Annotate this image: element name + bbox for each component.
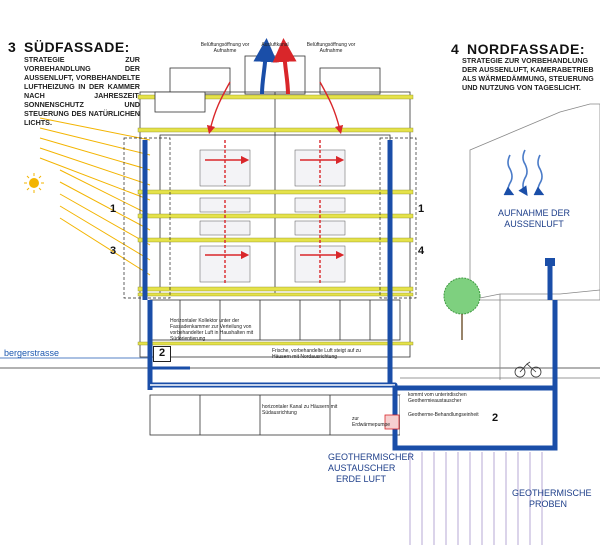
sun-icon — [24, 173, 44, 193]
marker-right-1: 1 — [418, 203, 425, 215]
note-horizontal-channel: horizontaler Kanal zu Häusern mit Südaus… — [262, 404, 338, 416]
bicycle-icon — [514, 361, 542, 378]
marker-box-left: 2 — [153, 346, 171, 362]
note-horizontal-collector: Horizontaler Kollektor unter der Fassade… — [170, 318, 254, 342]
geo-probes-label: GEOTHERMISCHE PROBEN — [512, 488, 592, 509]
street-label: bergerstrasse — [4, 348, 60, 358]
north-title: NORDFASSADE: — [467, 41, 586, 57]
marker-right-4: 4 — [418, 245, 425, 257]
note-underground-exchanger: kommt vom unterirdischen Geothermieausta… — [408, 392, 467, 404]
roof-exhaust-arrows — [253, 38, 297, 95]
marker-box-right: 2 — [492, 412, 499, 424]
note-roof-center: Ausluftkanal — [261, 42, 289, 48]
note-roof-right: Belüftungsöffnung vor Aufnahme — [306, 42, 356, 54]
note-roof-left: Belüftungsöffnung vor Aufnahme — [200, 42, 250, 54]
sun-rays — [39, 117, 151, 276]
north-number: 4 — [451, 41, 460, 57]
south-description: STRATEGIE ZUR VORBEHANDLUNG DER AUßENLUF… — [24, 55, 140, 127]
outside-air-intake-icon — [503, 149, 545, 196]
heat-pump-unit — [384, 414, 400, 430]
south-number: 3 — [8, 39, 17, 55]
marker-left-1: 1 — [110, 203, 117, 215]
warm-air-flows — [205, 81, 345, 284]
south-title: SÜDFASSADE: — [24, 39, 130, 55]
tree-icon — [443, 277, 481, 340]
note-fresh-air-north: Frische, vorbehandelte Luft steigt auf z… — [272, 348, 361, 360]
marker-left-3: 3 — [110, 245, 117, 257]
facade-chambers — [123, 137, 417, 299]
note-heat-pump: zur Erdwärmepumpe — [352, 416, 391, 428]
roof-equipment — [154, 55, 381, 113]
air-intake-label: AUFNAHME DER AUSSENLUFT — [498, 208, 571, 229]
ground-lines — [0, 357, 600, 379]
floor-slabs — [137, 94, 414, 346]
geothermal-probes — [409, 452, 543, 545]
neighbor-building — [469, 103, 600, 380]
intake-down-arrow — [545, 258, 555, 266]
north-description: STRATEGIE ZUR VORBEHANDLUNG DER AUßENLUF… — [462, 56, 594, 92]
note-geo-unit: Geotherme-Behandlungseinheit — [408, 412, 479, 418]
geo-exchanger-label: GEOTHERMISCHER AUSTAUSCHER ERDE LUFT — [328, 452, 415, 484]
geothermal-box — [392, 385, 558, 451]
